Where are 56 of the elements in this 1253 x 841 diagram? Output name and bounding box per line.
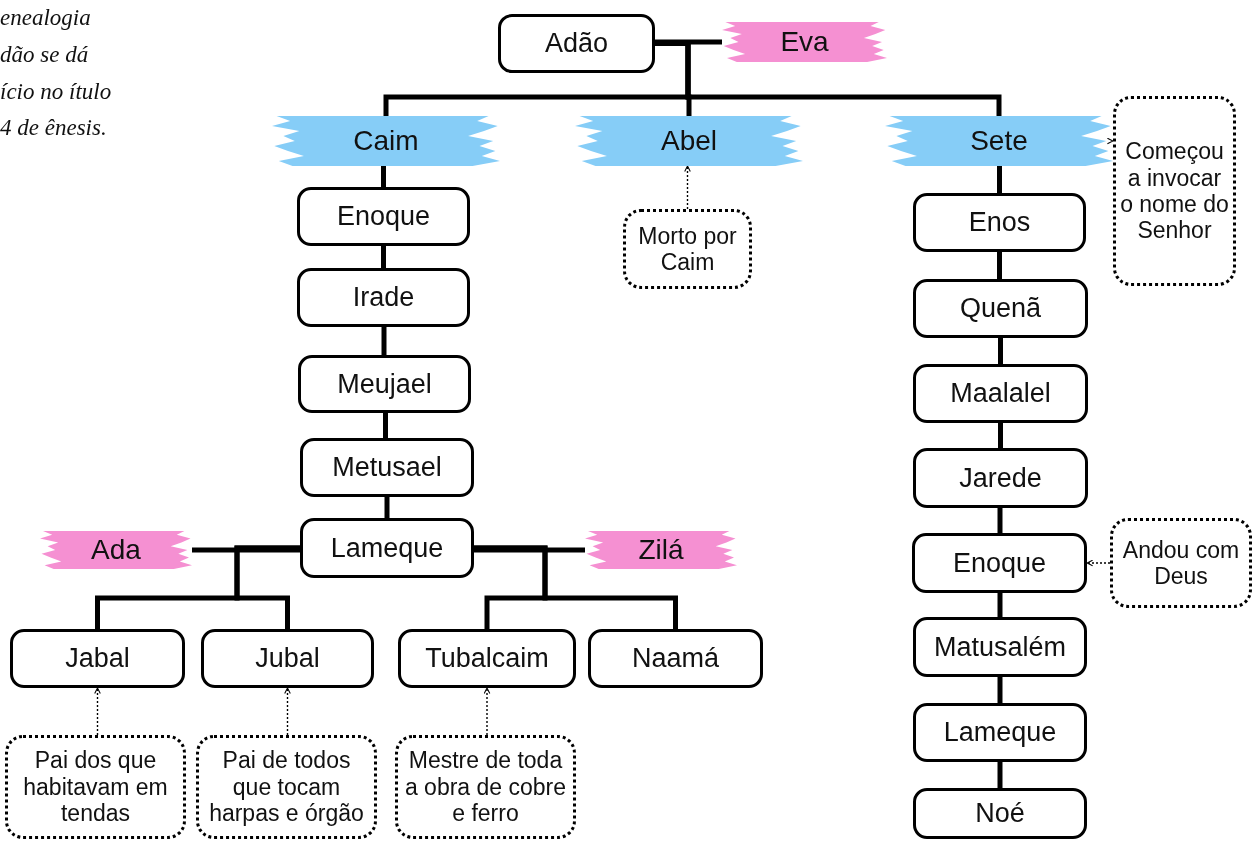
leader-arrow (684, 165, 691, 210)
connector-line (997, 166, 1002, 193)
person-box: Tubalcaim (398, 629, 576, 688)
note-box: Começou a invocar o nome do Senhor (1113, 96, 1236, 286)
person-box: Quenã (913, 279, 1088, 338)
person-box: Lameque (300, 518, 474, 578)
leader-arrow (1086, 559, 1111, 567)
connector-line (997, 762, 1003, 788)
note-box: Andou com Deus (1110, 518, 1252, 608)
note-box: Mestre de toda a obra de cobre e ferro (395, 735, 576, 839)
person-box: Enoque (912, 533, 1087, 593)
person-box: Jabal (10, 629, 185, 688)
name-text: Caim (353, 125, 419, 157)
connector-line (384, 497, 390, 518)
connector-line (234, 545, 300, 629)
person-box: Enos (913, 193, 1086, 252)
person-box: Jarede (913, 448, 1088, 508)
person-box: Lameque (913, 703, 1087, 762)
connector-line (474, 545, 678, 629)
connector-line (381, 327, 387, 355)
connector-line (655, 39, 722, 45)
note-text: enealogia dão se dá ício no ítulo 4 de ênesis. (0, 4, 113, 143)
person-box: Matusalém (913, 617, 1087, 677)
person-box: Naamá (588, 629, 763, 688)
connector-line (997, 677, 1003, 703)
person-box: Meujael (298, 355, 471, 413)
connector-line (998, 423, 1003, 448)
person-box: Adão (498, 14, 655, 73)
leader-arrow (1107, 138, 1114, 145)
connector-line (997, 508, 1003, 533)
connector-line (997, 252, 1002, 279)
note-box: Pai dos que habitavam em tendas (5, 735, 186, 839)
person-box: Enoque (297, 187, 470, 246)
connector-line (655, 41, 1002, 116)
leader-arrow (284, 687, 291, 736)
name-text: Zilá (638, 534, 684, 566)
connector-line (381, 246, 386, 268)
name-text: Abel (660, 125, 717, 157)
connector-line (383, 413, 388, 438)
name-text: Eva (780, 26, 829, 58)
connector-line (997, 593, 1003, 617)
person-box: Noé (913, 788, 1087, 839)
note-box: Pai de todos que tocam harpas e órgão (196, 735, 377, 839)
name-text: Ada (91, 534, 141, 566)
connector-line (474, 547, 585, 553)
connector-line (998, 338, 1003, 364)
person-box: Irade (297, 268, 470, 327)
connector-line (381, 166, 386, 187)
person-box: Metusael (300, 438, 474, 497)
connector-line (192, 547, 300, 553)
person-box: Jubal (201, 629, 374, 688)
name-text: Sete (970, 125, 1028, 157)
note-box: Morto por Caim (623, 209, 752, 289)
person-box: Maalalel (913, 364, 1088, 423)
leader-arrow (483, 687, 491, 736)
leader-arrow (94, 687, 101, 736)
